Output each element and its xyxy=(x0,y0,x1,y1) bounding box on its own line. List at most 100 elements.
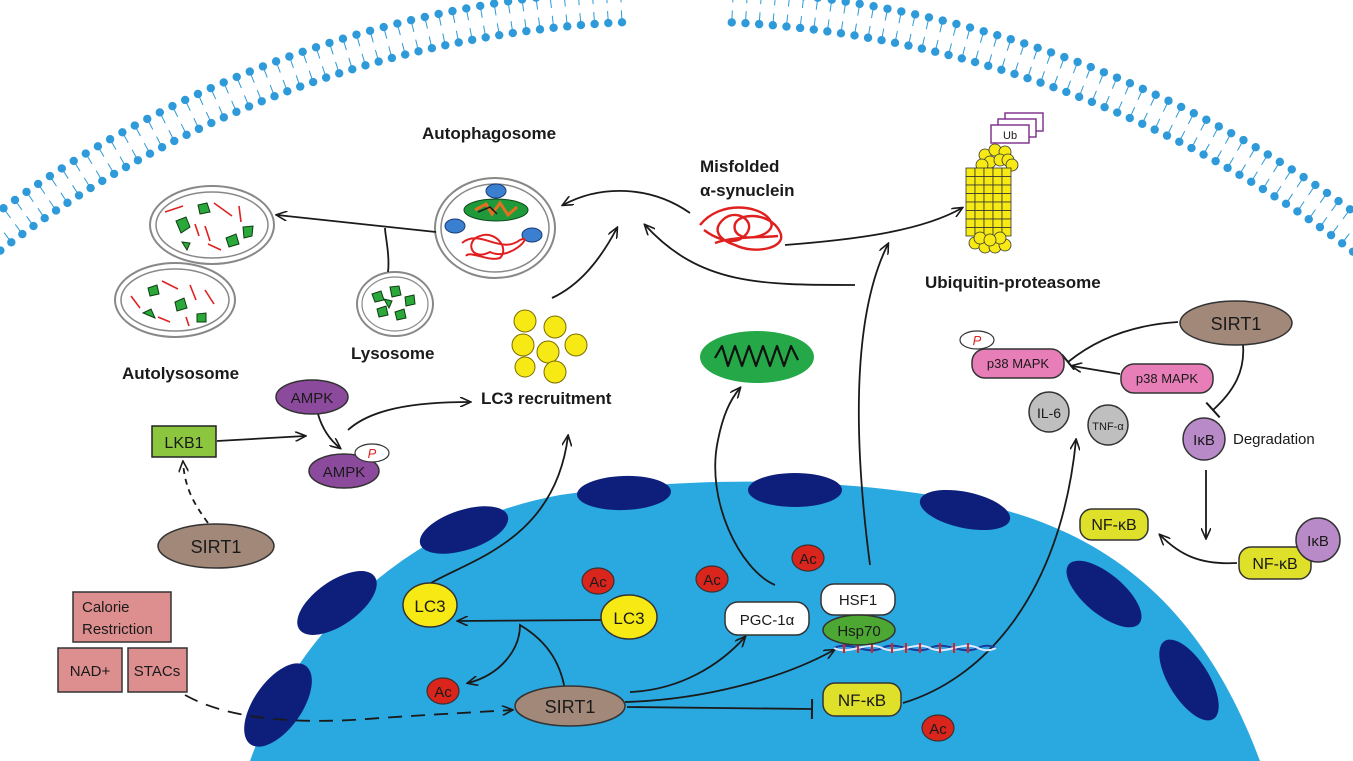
lysosome-vesicle xyxy=(356,271,434,337)
sirt1-label: SIRT1 xyxy=(1211,314,1262,334)
degradation-label: Degradation xyxy=(1233,431,1315,448)
ac-badge: Ac xyxy=(695,565,729,593)
svg-text:Ac: Ac xyxy=(799,551,817,568)
line-lysosome-fusion xyxy=(384,227,390,273)
sirt1-label: SIRT1 xyxy=(545,697,596,717)
misfolded-label-line2: α-synuclein xyxy=(700,181,795,200)
svg-text:Ac: Ac xyxy=(434,684,452,701)
hsp70-node: Hsp70 xyxy=(822,614,896,646)
sirt1-node-left: SIRT1 xyxy=(157,523,275,569)
arrow-lc3-to-autophagy xyxy=(551,228,617,299)
ampk-node-top: AMPK xyxy=(275,379,349,415)
lc3-puncta xyxy=(511,309,588,384)
arrow-hsf1-to-autophagy xyxy=(645,225,856,286)
pgc1a-label: PGC-1α xyxy=(740,612,795,629)
arrow-sirt1-to-pgc xyxy=(629,637,745,693)
dashed-arrow-inputs-to-sirt1 xyxy=(184,694,512,722)
autolysosome-vesicle-1 xyxy=(149,185,275,265)
nfkb-label: NF-κB xyxy=(838,691,886,710)
lc3-node-deacetylated: LC3 xyxy=(402,582,458,628)
pgc1a-node: PGC-1α xyxy=(724,601,810,636)
lc3-recruitment-label: LC3 recruitment xyxy=(481,389,612,408)
autolysosome-label: Autolysosome xyxy=(122,364,239,383)
nfkb-label: NF-κB xyxy=(1091,517,1136,534)
ampk-node-phospho: AMPK P xyxy=(308,443,390,489)
arrow-p38-phosphorylation xyxy=(1072,366,1121,375)
ampk-label: AMPK xyxy=(323,464,366,481)
il6-label: IL-6 xyxy=(1037,405,1061,421)
proteasome: Ub xyxy=(965,112,1044,254)
il6-node: IL-6 xyxy=(1028,391,1070,433)
ac-badge: Ac xyxy=(791,544,825,572)
nad-box: NAD+ xyxy=(57,647,123,693)
arrow-nfkb-to-cytokines xyxy=(902,440,1076,704)
autolysosome-vesicle-2 xyxy=(114,262,236,338)
nfkb-ikb-complex: NF-κB IκB xyxy=(1238,517,1341,580)
stacs-box: STACs xyxy=(127,647,188,693)
p38-node: p38 MAPK xyxy=(1120,363,1214,394)
svg-text:Restriction: Restriction xyxy=(82,621,153,638)
lkb1-label: LKB1 xyxy=(164,435,203,452)
dna-helix xyxy=(833,643,997,653)
hsp70-label: Hsp70 xyxy=(837,623,880,640)
dashed-arrow-sirt1-to-lkb1 xyxy=(183,462,209,524)
arrow-synuclein-to-autophagosome xyxy=(563,190,691,214)
autophagosome-vesicle xyxy=(434,177,556,279)
p38-node-phospho: p38 MAPK P xyxy=(959,330,1065,379)
arrow-sirt1-to-hsf1 xyxy=(624,650,834,703)
arrow-nfkb-release xyxy=(1160,535,1238,565)
autophagosome-label: Autophagosome xyxy=(422,124,556,143)
svg-text:Calorie: Calorie xyxy=(82,599,130,616)
lc3-label: LC3 xyxy=(414,597,445,616)
ac-badge: Ac xyxy=(921,714,955,742)
lc3-node-acetylated: LC3 xyxy=(600,594,658,640)
svg-text:Ac: Ac xyxy=(929,721,947,738)
sirt1-label: SIRT1 xyxy=(191,537,242,557)
phospho-p-label: P xyxy=(973,333,982,348)
lc3-label: LC3 xyxy=(613,609,644,628)
nuclear-pores xyxy=(244,473,1219,747)
ubiquitin-proteasome-label: Ubiquitin-proteasome xyxy=(925,273,1101,292)
nfkb-node-free: NF-κB xyxy=(1079,508,1149,541)
ikb-label: IκB xyxy=(1307,533,1329,550)
arrow-pgc-to-mitochondria xyxy=(714,388,776,586)
nfkb-label: NF-κB xyxy=(1252,556,1297,573)
inhibition-sirt1-p38 xyxy=(1060,321,1179,371)
arrow-hsf1-to-proteasome xyxy=(857,244,888,566)
arrow-synuclein-to-proteasome xyxy=(784,208,962,246)
tnf-label: TNF-α xyxy=(1092,421,1124,433)
sirt1-node-right: SIRT1 xyxy=(1179,300,1293,346)
ac-badge: Ac xyxy=(581,567,615,595)
phospho-p-label: P xyxy=(368,446,377,461)
arrow-lc3-to-recruitment xyxy=(430,436,568,584)
inhibition-sirt1-ikb xyxy=(1205,344,1245,419)
ikb-label: IκB xyxy=(1193,432,1215,449)
calorie-restriction-box: Calorie Restriction xyxy=(72,591,172,643)
ub-label: Ub xyxy=(1003,130,1017,142)
connectors xyxy=(183,190,1245,722)
cell-membrane xyxy=(0,0,1353,256)
nfkb-node-nucleus: NF-κB xyxy=(822,682,902,717)
arrow-deacetylation-lc3 xyxy=(458,620,603,621)
arrow-autophagosome-to-autolysosome xyxy=(277,215,437,233)
ac-badge: Ac xyxy=(426,677,460,705)
hsf1-node: HSF1 xyxy=(820,583,896,616)
tnf-node: TNF-α xyxy=(1087,404,1129,446)
ampk-label: AMPK xyxy=(291,390,334,407)
svg-text:STACs: STACs xyxy=(134,663,180,680)
arrow-sirt1-deacetylation xyxy=(468,623,566,691)
hsf1-label: HSF1 xyxy=(839,592,877,609)
misfolded-label-line1: Misfolded xyxy=(700,157,779,176)
lkb1-node: LKB1 xyxy=(151,425,217,458)
mitochondrion xyxy=(700,331,814,383)
p38-label: p38 MAPK xyxy=(1136,371,1198,386)
ubiquitin-tags: Ub xyxy=(990,112,1044,144)
svg-text:NAD+: NAD+ xyxy=(70,663,111,680)
arrow-ampk-phosphorylation xyxy=(317,413,340,448)
svg-text:Ac: Ac xyxy=(589,574,607,591)
ikb-node: IκB xyxy=(1182,417,1226,461)
svg-text:Ac: Ac xyxy=(703,572,721,589)
arrow-ampk-to-lc3 xyxy=(347,402,470,431)
arrow-lkb1-to-ampk xyxy=(216,436,305,442)
